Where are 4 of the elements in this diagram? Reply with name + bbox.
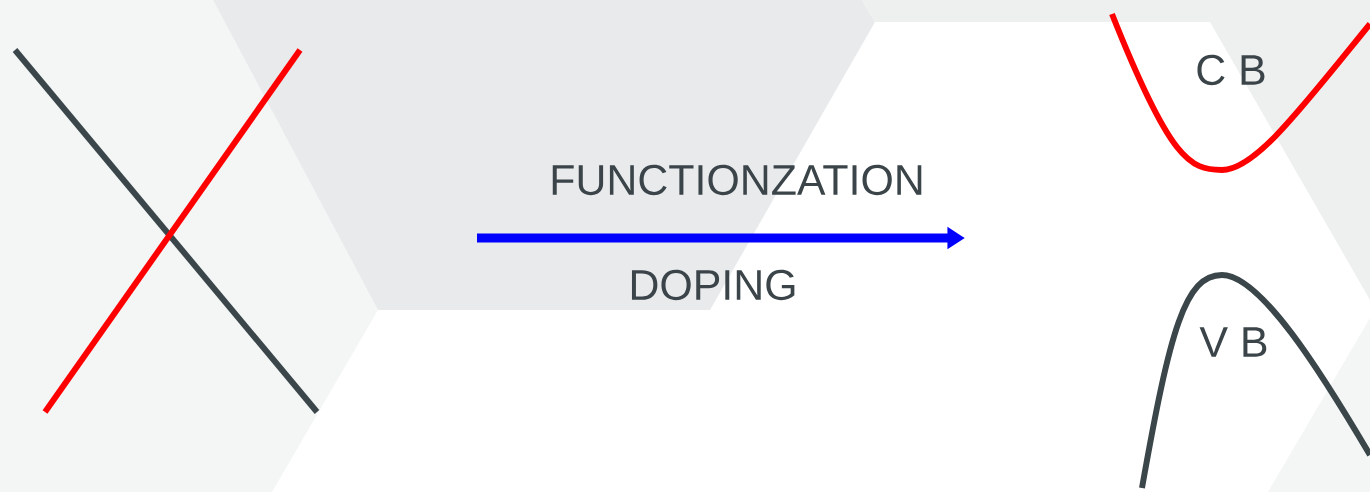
arrow-label: FUNCTIONZATION (552, 164, 922, 196)
band-label: C B (1197, 54, 1265, 86)
band-label: V B (1199, 327, 1267, 357)
arrow-label: DOPING (631, 269, 795, 301)
